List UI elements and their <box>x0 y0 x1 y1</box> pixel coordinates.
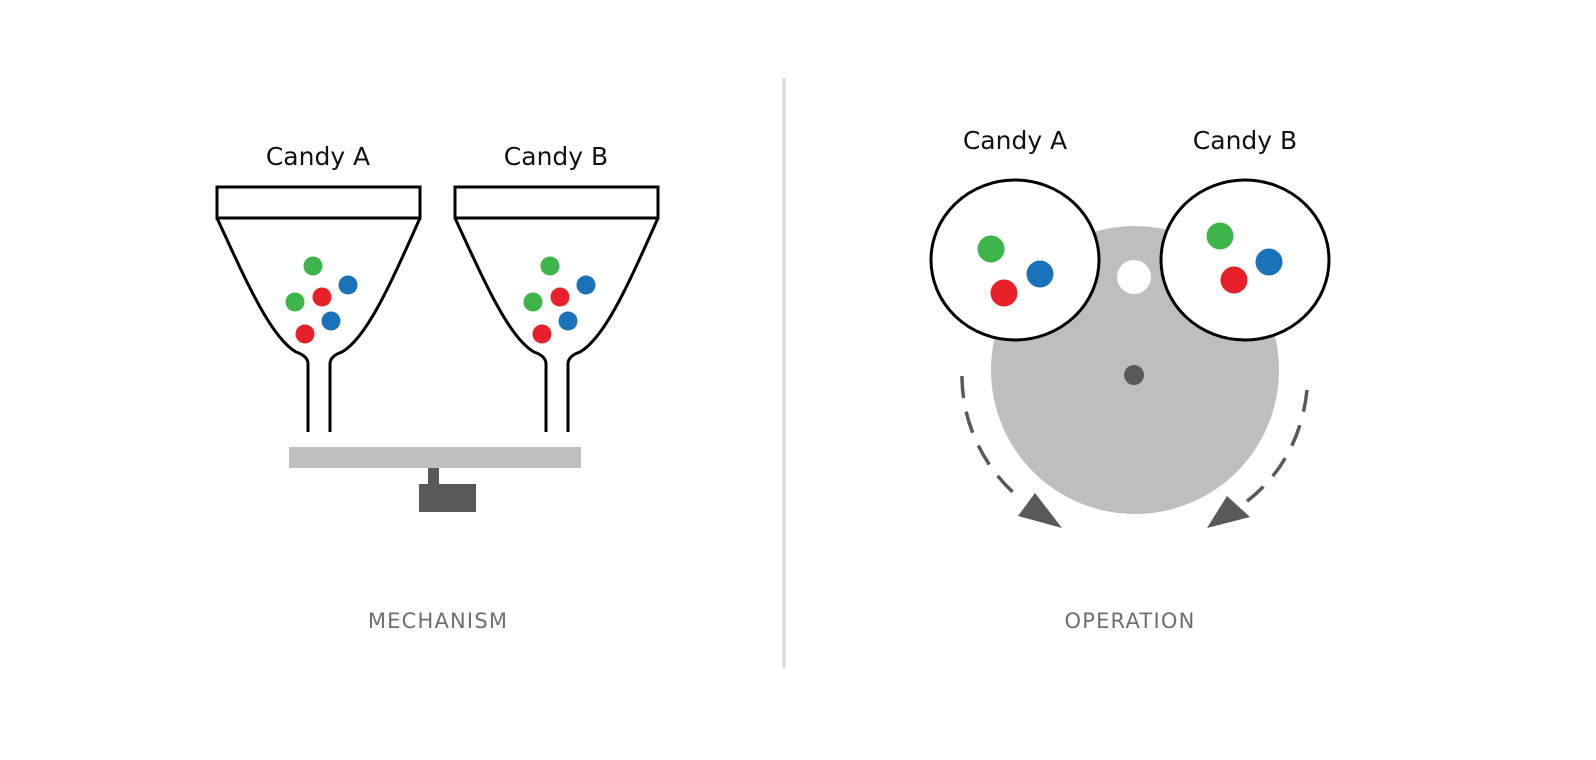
rotation-arrow-left-path <box>960 375 1024 502</box>
hopper-b-lid <box>453 185 660 220</box>
hopper-b-label: Candy B <box>504 142 608 171</box>
rotation-arrow-right-path <box>1244 389 1309 504</box>
disc-axle <box>1124 365 1144 385</box>
rotating-plate <box>289 447 581 468</box>
candy-blue <box>338 275 358 295</box>
arrowhead-left-icon <box>1018 493 1062 528</box>
candy-green <box>285 292 305 312</box>
arrowhead-right-icon <box>1207 496 1250 528</box>
container-b <box>1159 178 1331 342</box>
hopper-a-funnel <box>215 217 422 432</box>
rotation-arrow-left <box>960 375 1062 528</box>
candy-blue <box>576 275 596 295</box>
candy-blue <box>1255 248 1283 276</box>
candy-red <box>1220 266 1248 294</box>
container-a <box>929 178 1101 342</box>
wheel-a-label: Candy A <box>963 126 1067 155</box>
candy-red <box>990 279 1018 307</box>
hopper-a: Candy A <box>215 142 422 432</box>
container-b-outline <box>1159 178 1331 342</box>
candy-red <box>295 324 315 344</box>
candy-blue <box>558 311 578 331</box>
hopper-a-label: Candy A <box>266 142 370 171</box>
mechanism-caption: MECHANISM <box>368 609 508 633</box>
candy-green <box>540 256 560 276</box>
candy-red <box>312 287 332 307</box>
wheel-b-label: Candy B <box>1193 126 1297 155</box>
motor <box>419 484 476 512</box>
candy-green <box>1206 222 1234 250</box>
motor-shaft <box>428 468 439 486</box>
dispense-hole <box>1117 260 1151 294</box>
rotation-arrow-right <box>1207 389 1309 528</box>
hopper-b-funnel <box>453 217 660 432</box>
candy-blue <box>321 311 341 331</box>
candy-green <box>523 292 543 312</box>
hopper-b: Candy B <box>453 142 660 432</box>
mechanism-panel: Candy A Candy B MECHANISM <box>215 142 660 633</box>
container-a-outline <box>929 178 1101 342</box>
operation-caption: OPERATION <box>1065 609 1196 633</box>
candy-blue <box>1026 260 1054 288</box>
hopper-a-lid <box>215 185 422 220</box>
candy-green <box>977 235 1005 263</box>
candy-green <box>303 256 323 276</box>
candy-red <box>532 324 552 344</box>
candy-red <box>550 287 570 307</box>
operation-panel: Candy A Candy B OPERATION <box>929 126 1331 633</box>
